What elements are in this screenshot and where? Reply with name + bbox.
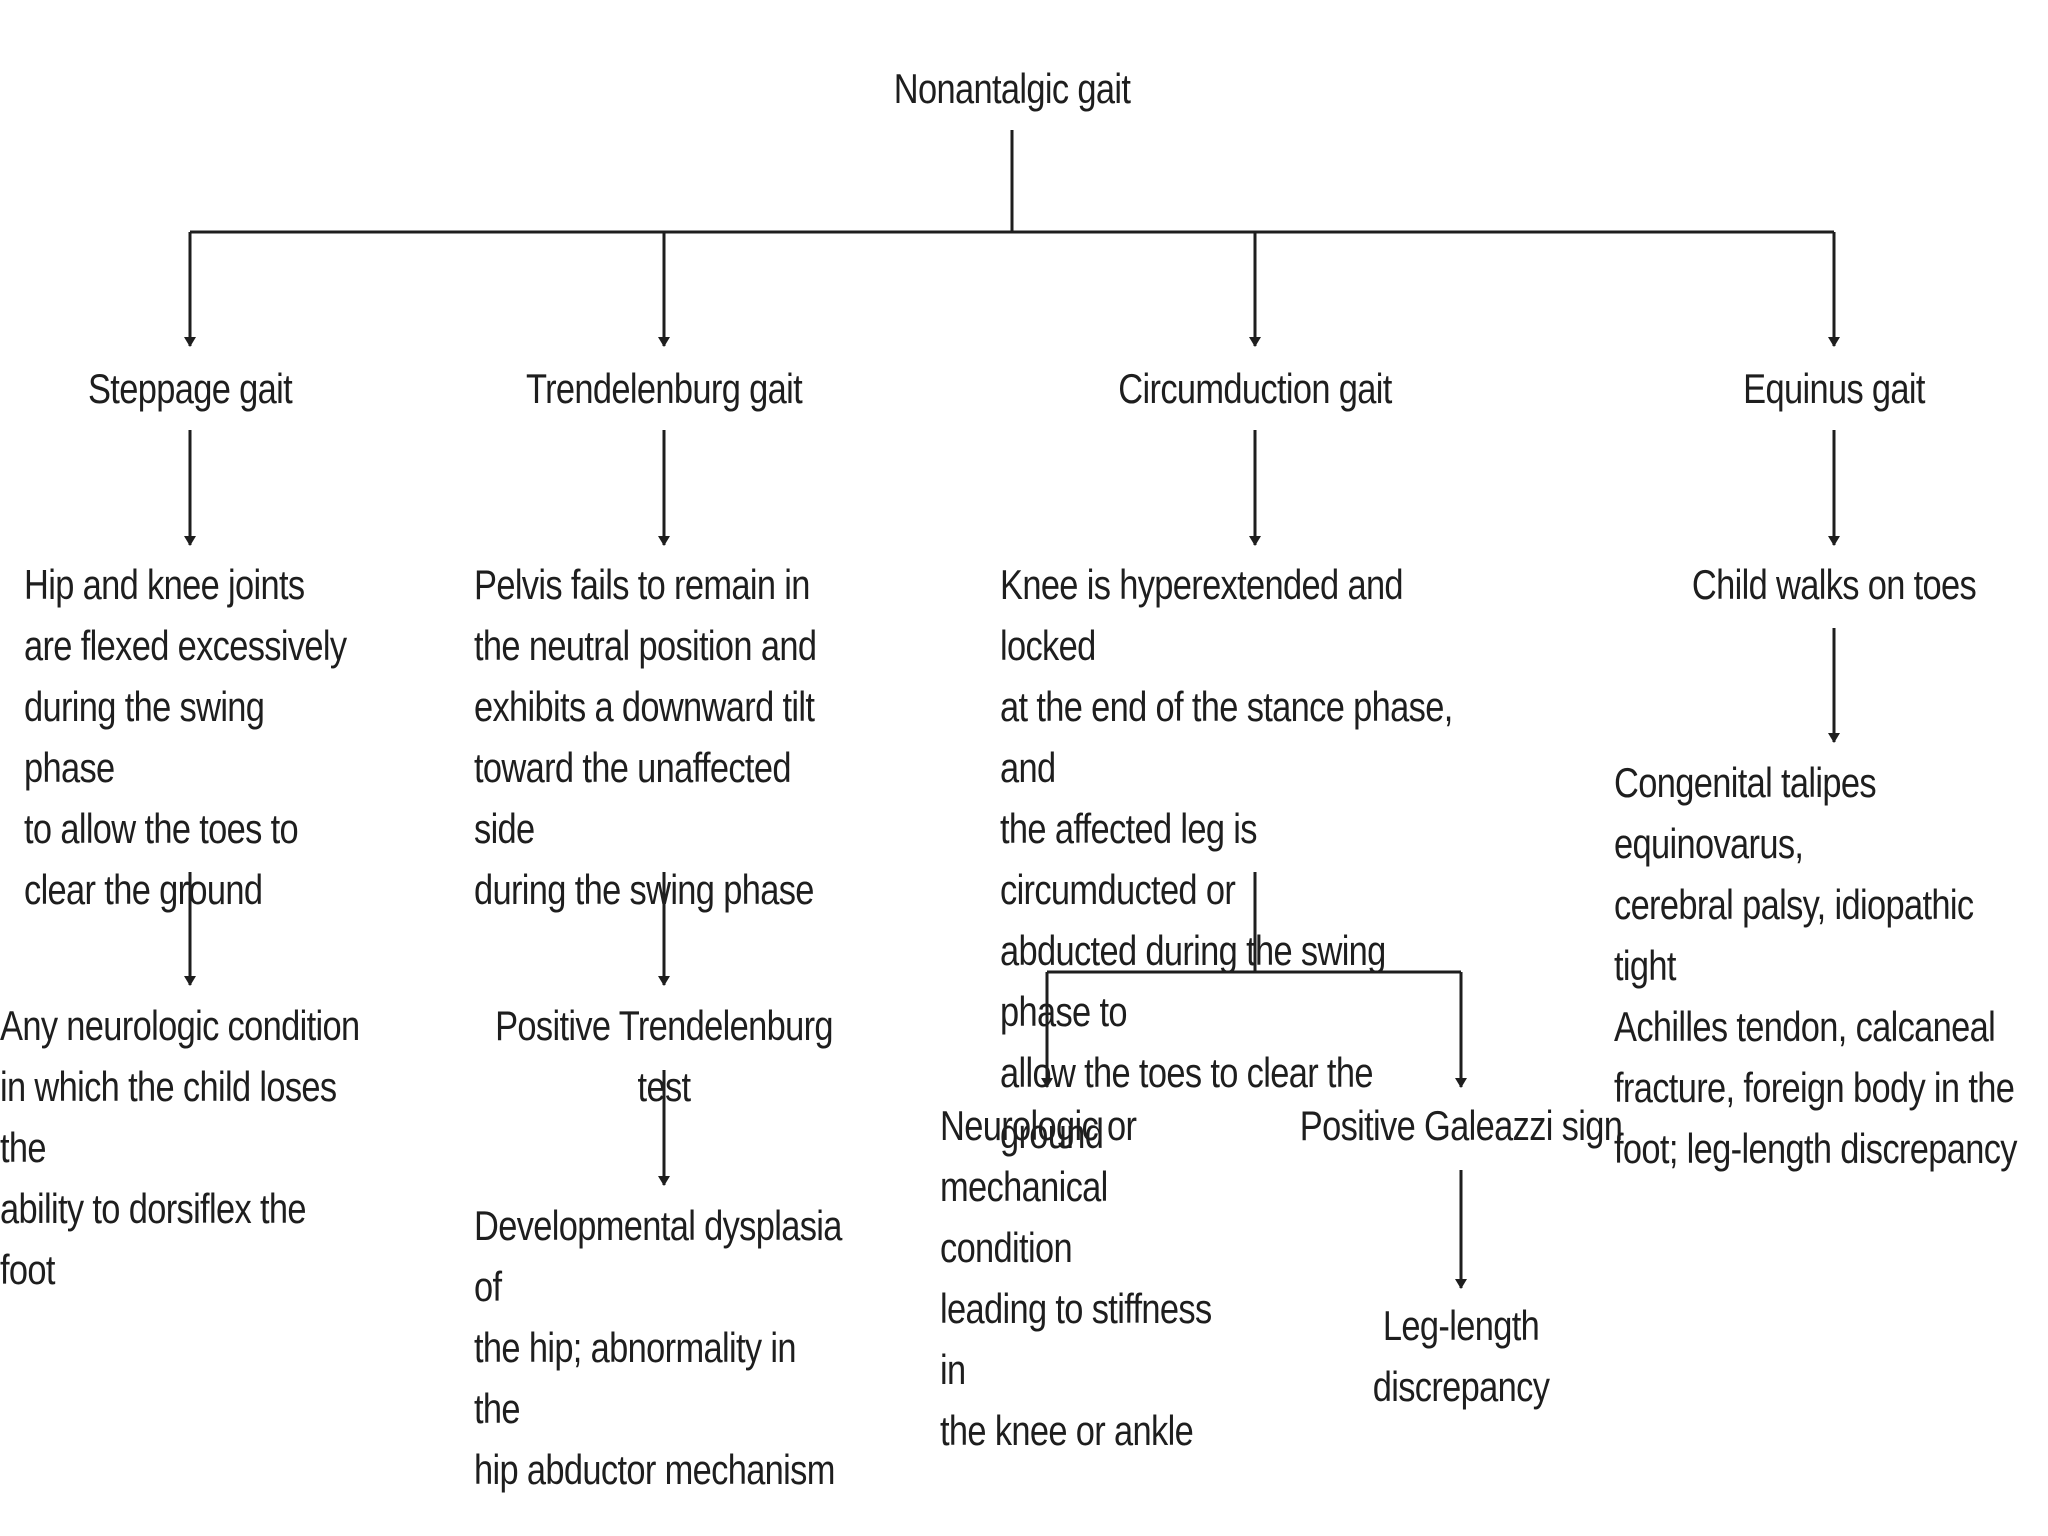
galeazzi-sign-node: Positive Galeazzi sign (1299, 1102, 1623, 1149)
equinus-cause: Congenital talipes equinovarus, cerebral… (1614, 759, 2017, 1172)
circumduction-left-cause: Neurologic or mechanical condition leadi… (940, 1102, 1212, 1454)
circumduction-description: Knee is hyperextended and locked at the … (1000, 561, 1453, 1157)
root-node: Nonantalgic gait (893, 65, 1131, 112)
steppage-gait-node: Steppage gait (87, 365, 293, 412)
trendelenburg-cause: Developmental dysplasia of the hip; abno… (474, 1202, 842, 1493)
steppage-description: Hip and knee joints are flexed excessive… (24, 561, 347, 913)
equinus-description: Child walks on toes (1691, 561, 1977, 608)
galeazzi-cause-node: Leg-length discrepancy (1372, 1302, 1550, 1410)
equinus-gait-node: Equinus gait (1743, 365, 1925, 412)
steppage-cause: Any neurologic condition in which the ch… (0, 1002, 360, 1293)
trendelenburg-description: Pelvis fails to remain in the neutral po… (474, 561, 817, 913)
trendelenburg-test-node: Positive Trendelenburg test (495, 1002, 833, 1110)
trendelenburg-gait-node: Trendelenburg gait (525, 365, 803, 412)
circumduction-gait-node: Circumduction gait (1118, 365, 1392, 412)
